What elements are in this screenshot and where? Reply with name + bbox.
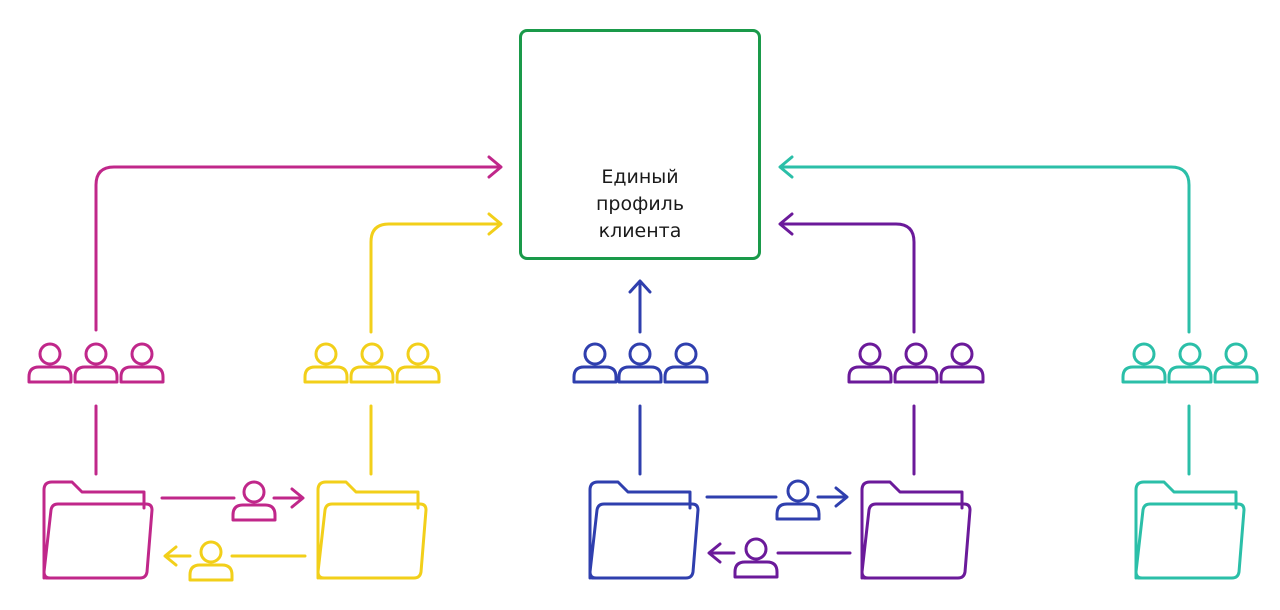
users-group-icon xyxy=(572,342,709,384)
folder-icon xyxy=(588,480,700,580)
user-icon xyxy=(231,480,277,522)
arrow-right-icon xyxy=(487,212,503,236)
purple-to-profile-line xyxy=(779,222,916,334)
magenta-group xyxy=(27,155,503,580)
users-group-icon xyxy=(303,342,441,384)
profile-title-line: клиента xyxy=(598,220,682,242)
purple-group xyxy=(707,212,985,580)
arrow-left-icon xyxy=(778,212,794,236)
blue-group xyxy=(572,279,849,580)
teal-to-profile-line xyxy=(779,165,1191,334)
profile-title-line: Единый xyxy=(601,166,679,188)
unified-profile-box: Единый профиль клиента xyxy=(519,29,761,260)
arrow-left-icon xyxy=(163,545,178,567)
profile-title: Единый профиль клиента xyxy=(522,164,758,245)
yellow-to-profile-line xyxy=(369,222,502,334)
teal-group xyxy=(778,155,1259,580)
yellow-group xyxy=(163,212,503,582)
users-group-icon xyxy=(847,342,985,384)
arrow-right-icon xyxy=(834,486,849,508)
arrow-left-icon xyxy=(778,155,794,179)
magenta-to-profile-line xyxy=(94,165,502,332)
arrow-right-icon xyxy=(487,155,503,179)
user-icon xyxy=(733,537,779,579)
folder-icon xyxy=(316,480,428,580)
arrow-up-icon xyxy=(628,279,652,294)
folder-icon xyxy=(860,480,972,580)
user-icon xyxy=(775,479,821,521)
arrow-right-icon xyxy=(290,487,305,509)
folder-icon xyxy=(42,480,154,580)
folder-icon xyxy=(1134,480,1246,580)
arrow-left-icon xyxy=(707,542,722,564)
profile-title-line: профиль xyxy=(595,193,685,215)
user-icon xyxy=(188,540,234,582)
users-group-icon xyxy=(1121,342,1259,384)
users-group-icon xyxy=(27,342,165,384)
